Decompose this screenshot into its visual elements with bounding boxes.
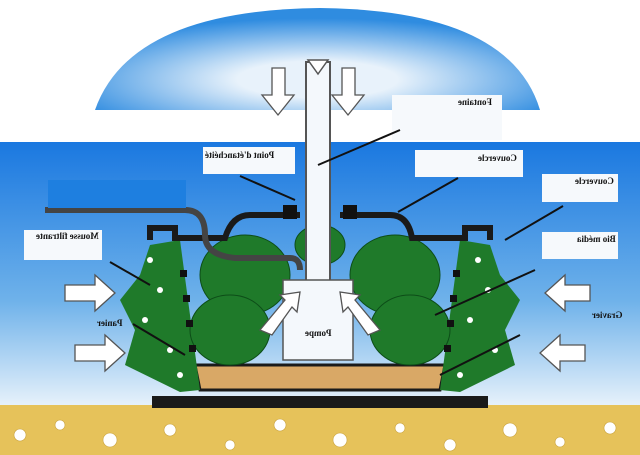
label-couvercle-top: Couvercle <box>478 153 517 163</box>
hose-label-box <box>48 180 186 208</box>
basket <box>180 270 460 352</box>
arrow-left-icon <box>544 273 591 313</box>
filter-base <box>152 396 488 408</box>
label-mousse-filtrante: Mousse filtrante <box>36 231 99 241</box>
label-gravier: Gravier <box>592 310 623 320</box>
pointer-lines <box>109 129 564 376</box>
label-boxes <box>24 95 618 260</box>
seal-left <box>283 205 297 219</box>
ground-pebbles <box>13 418 617 452</box>
arrow-right-icon <box>74 333 126 373</box>
hose <box>45 207 303 271</box>
lid <box>147 212 493 241</box>
ground <box>0 405 640 455</box>
arrow-down-icon <box>330 67 366 117</box>
label-couvercle-right: Couvercle <box>575 176 614 186</box>
label-panier: Panier <box>97 318 123 328</box>
foam-bubbles <box>142 257 498 378</box>
arrow-inflow-icon <box>339 291 382 336</box>
foam-left <box>120 240 200 392</box>
flow-arrows <box>64 67 591 373</box>
foam-right <box>440 240 520 392</box>
gravel <box>193 363 447 392</box>
label-point-etancheite: Point d'étanchéité <box>205 150 275 160</box>
seal-right <box>343 205 357 219</box>
label-bio-media: Bio média <box>577 234 616 244</box>
arrow-inflow-icon <box>258 291 301 336</box>
arrow-right-icon <box>64 273 116 313</box>
fountain-spray <box>95 8 540 110</box>
label-pompe: Pompe <box>305 328 332 338</box>
arrow-down-icon <box>260 67 296 117</box>
label-fontaine: Fontaine <box>458 97 493 107</box>
arrow-left-icon <box>539 333 586 373</box>
fountain-pipe <box>305 61 331 283</box>
fountain-nozzle <box>306 59 330 76</box>
